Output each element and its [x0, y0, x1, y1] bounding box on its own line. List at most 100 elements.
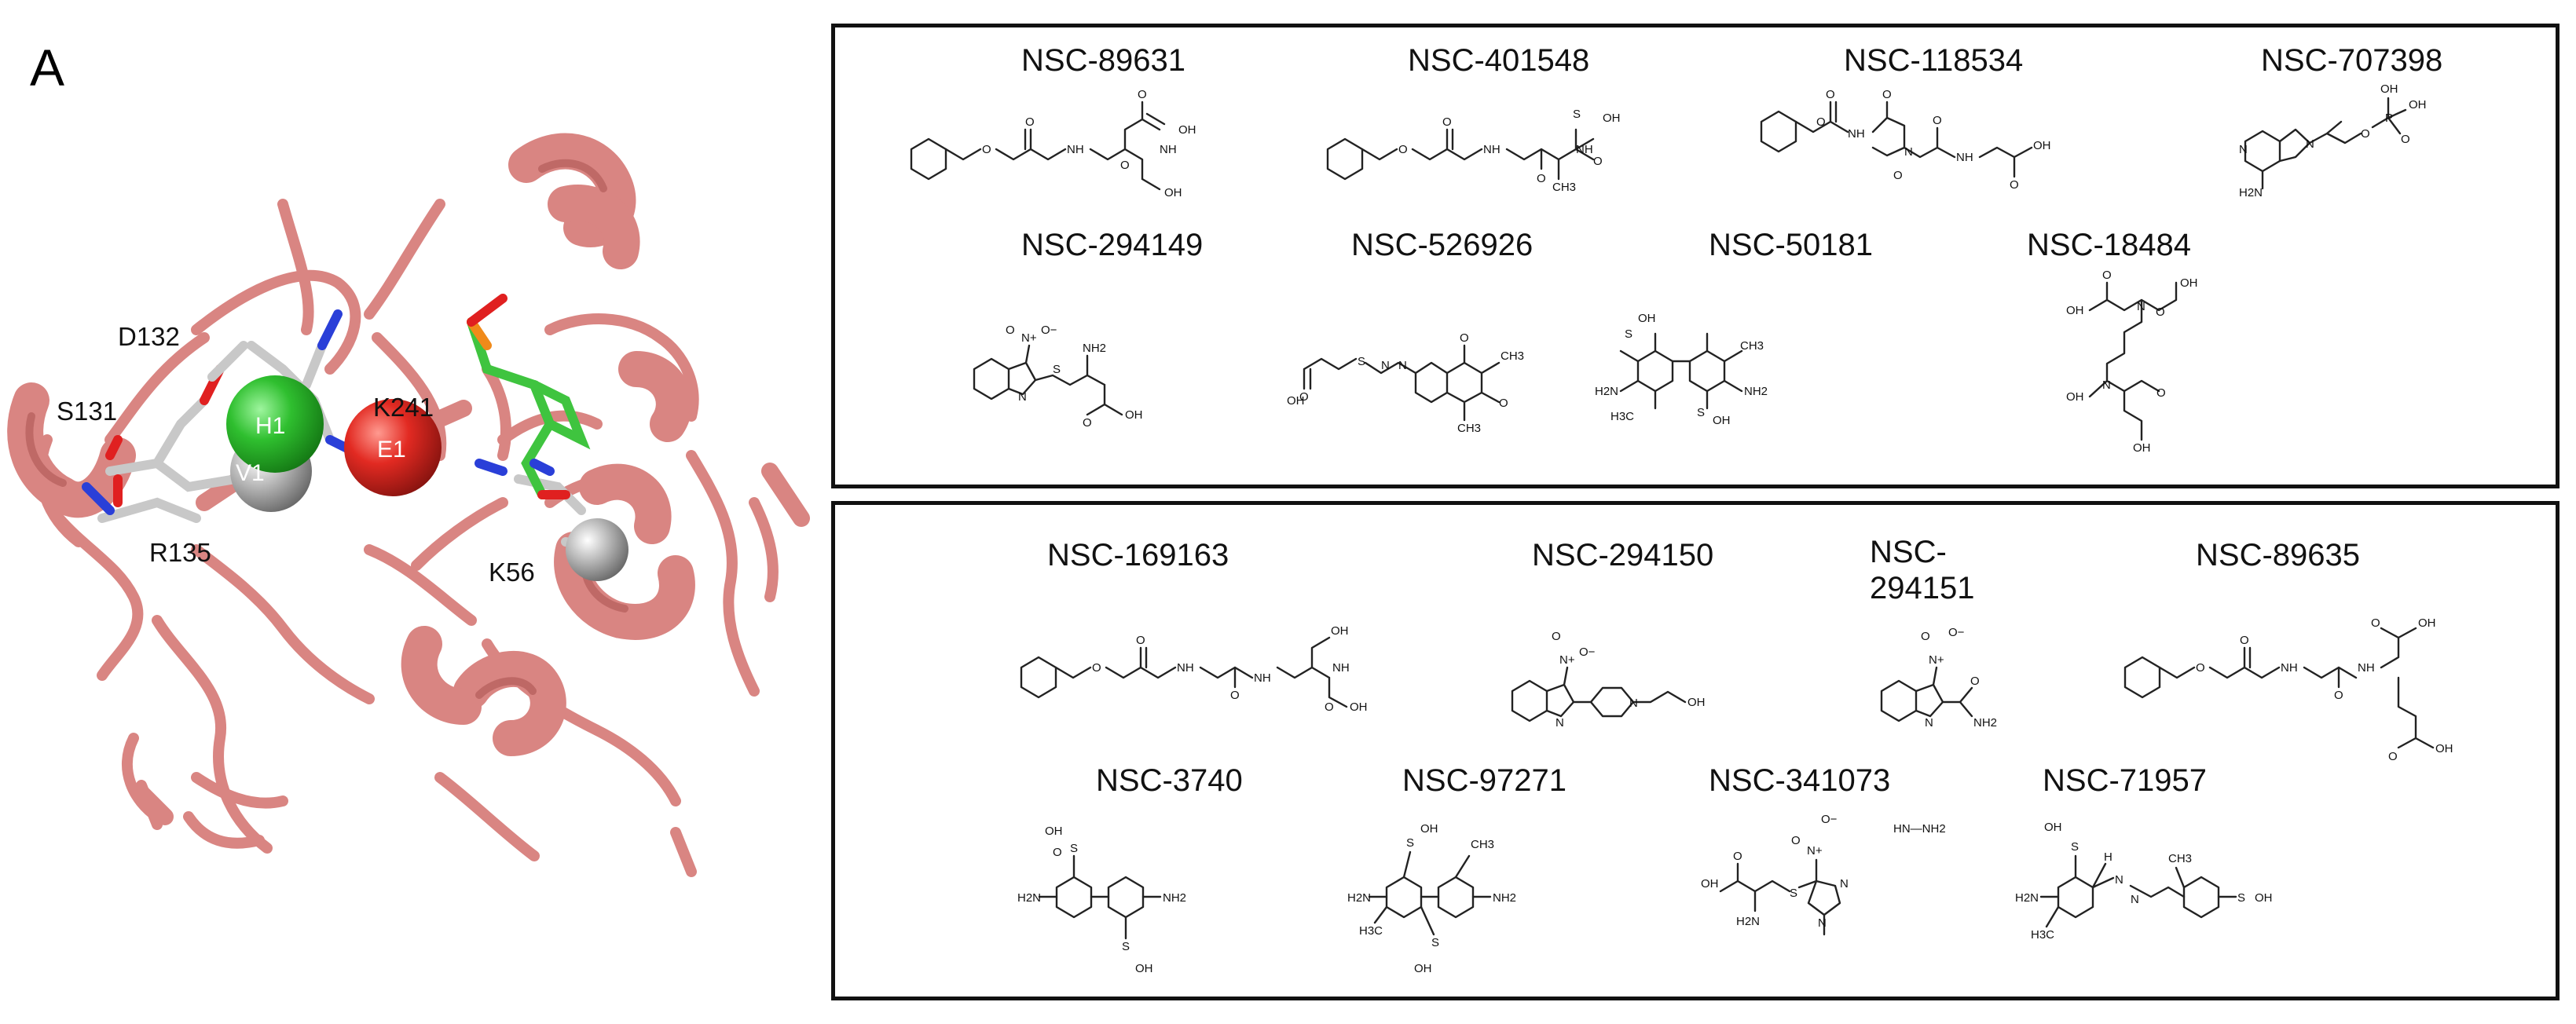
svg-text:O: O: [2196, 661, 2205, 675]
svg-text:NH2: NH2: [1083, 342, 1106, 355]
svg-text:N: N: [1018, 390, 1027, 404]
svg-text:NH2: NH2: [1163, 891, 1186, 905]
svg-text:O−: O−: [1041, 324, 1057, 337]
label-e1: E1: [377, 437, 406, 463]
svg-text:O: O: [1791, 834, 1801, 847]
svg-text:O: O: [1025, 115, 1035, 129]
svg-text:O: O: [1460, 331, 1469, 345]
sphere-e1: [344, 399, 442, 496]
label-h1: H1: [255, 413, 285, 439]
svg-text:N: N: [1629, 697, 1638, 710]
structure-nsc-294151: N+ O O− N O NH2: [1880, 626, 1997, 730]
svg-text:NH: NH: [2281, 661, 2298, 675]
compound-label: NSC-294149: [1021, 228, 1204, 262]
structure-nsc-707398: N N H2N O P OH OH O: [2239, 82, 2427, 199]
svg-text:CH3: CH3: [1740, 339, 1764, 353]
svg-text:O: O: [1299, 390, 1309, 404]
svg-text:OH: OH: [1638, 312, 1656, 325]
svg-text:O: O: [2361, 127, 2370, 141]
svg-text:N: N: [1925, 716, 1933, 730]
svg-text:O−: O−: [1579, 645, 1596, 659]
svg-text:S: S: [1625, 327, 1632, 341]
svg-text:HN—NH2: HN—NH2: [1893, 822, 1946, 836]
svg-text:O: O: [1230, 689, 1240, 702]
compound-label: NSC-89631: [1021, 43, 1186, 78]
svg-text:OH: OH: [1603, 112, 1621, 125]
compound-label: NSC-97271: [1402, 763, 1567, 798]
svg-text:OH: OH: [1420, 822, 1438, 836]
compound-label: NSC-341073: [1709, 763, 1891, 798]
svg-text:O: O: [1325, 700, 1334, 714]
svg-text:OH: OH: [2255, 891, 2273, 905]
svg-text:H2N: H2N: [1347, 891, 1371, 905]
label-k56: K56: [489, 558, 535, 587]
svg-text:CH3: CH3: [1457, 422, 1481, 435]
svg-text:O: O: [1826, 88, 1835, 101]
svg-text:O: O: [2388, 750, 2398, 763]
svg-text:N+: N+: [1929, 653, 1944, 667]
svg-text:O: O: [1136, 634, 1145, 647]
svg-text:OH: OH: [1687, 696, 1706, 709]
svg-text:N: N: [2131, 893, 2139, 906]
svg-text:H2N: H2N: [1017, 891, 1041, 905]
compound-label: NSC-401548: [1408, 43, 1590, 78]
svg-text:S: S: [1790, 887, 1797, 900]
svg-text:CH3: CH3: [2168, 852, 2192, 865]
svg-text:N: N: [1555, 716, 1564, 730]
structure-nsc-3740: H2N NH2 OH S O S OH: [1017, 825, 1186, 975]
svg-text:OH: OH: [1701, 877, 1719, 891]
compound-label: NSC-707398: [2261, 43, 2443, 78]
svg-text:O: O: [1442, 115, 1452, 129]
svg-text:OH: OH: [2418, 616, 2436, 630]
structure-nsc-71957: H2N OH S H N N CH3 H3C S OH: [2015, 821, 2273, 942]
svg-text:O: O: [2010, 178, 2019, 192]
svg-text:OH: OH: [2044, 821, 2062, 834]
svg-text:N+: N+: [1559, 653, 1575, 667]
structure-nsc-169163: O O NH O NH NH OH OH O: [1020, 624, 1368, 714]
svg-text:S: S: [1573, 108, 1581, 121]
svg-text:OH: OH: [2066, 390, 2084, 404]
svg-text:NH2: NH2: [1973, 716, 1997, 730]
svg-text:S: S: [1431, 936, 1439, 949]
svg-text:O: O: [1138, 88, 1147, 101]
svg-text:N: N: [1840, 877, 1849, 891]
svg-text:N: N: [2239, 143, 2248, 156]
svg-text:O: O: [1083, 416, 1092, 430]
svg-text:O: O: [2156, 386, 2166, 400]
svg-text:O: O: [1593, 155, 1603, 168]
svg-text:NH: NH: [1956, 151, 1973, 164]
svg-text:N: N: [1904, 145, 1913, 159]
svg-text:O: O: [2102, 269, 2112, 282]
panel-b-box: [831, 24, 2560, 488]
structure-nsc-18484: OH O N OH O N OH O OH: [2066, 269, 2198, 455]
structure-nsc-294149: N N+ O− O S NH2 OH O: [973, 324, 1143, 430]
svg-text:P: P: [2385, 112, 2393, 125]
svg-text:S: S: [2237, 891, 2245, 905]
svg-text:NH2: NH2: [1744, 385, 1768, 398]
compound-label: NSC-89635: [2196, 538, 2361, 572]
structure-nsc-294150: N+ O O− N N OH: [1511, 630, 1706, 730]
svg-text:S: S: [1053, 363, 1061, 376]
svg-text:O: O: [1120, 159, 1130, 172]
svg-text:O: O: [1893, 169, 1903, 182]
svg-text:NH: NH: [1160, 143, 1177, 156]
svg-text:N: N: [2306, 137, 2314, 151]
svg-text:H2N: H2N: [2239, 186, 2263, 199]
label-r135: R135: [149, 538, 211, 567]
svg-text:O: O: [1552, 630, 1561, 643]
svg-text:O−: O−: [1821, 813, 1838, 826]
svg-text:N: N: [2115, 873, 2123, 887]
label-k241: K241: [373, 393, 434, 422]
svg-text:OH: OH: [1045, 825, 1063, 838]
svg-text:O: O: [1816, 115, 1826, 129]
svg-text:OH: OH: [1164, 186, 1182, 199]
svg-text:NH2: NH2: [1493, 891, 1516, 905]
svg-text:O−: O−: [1948, 626, 1965, 639]
structure-nsc-89635: O O NH O NH OH O OH O: [2123, 616, 2453, 763]
structure-nsc-118534: O O NH O N O O NH OH O: [1760, 88, 2051, 192]
svg-text:O: O: [1537, 172, 1546, 185]
svg-text:S: S: [1122, 940, 1130, 953]
svg-text:OH: OH: [1135, 962, 1153, 975]
svg-text:OH: OH: [1287, 394, 1305, 408]
svg-text:OH: OH: [1125, 408, 1143, 422]
